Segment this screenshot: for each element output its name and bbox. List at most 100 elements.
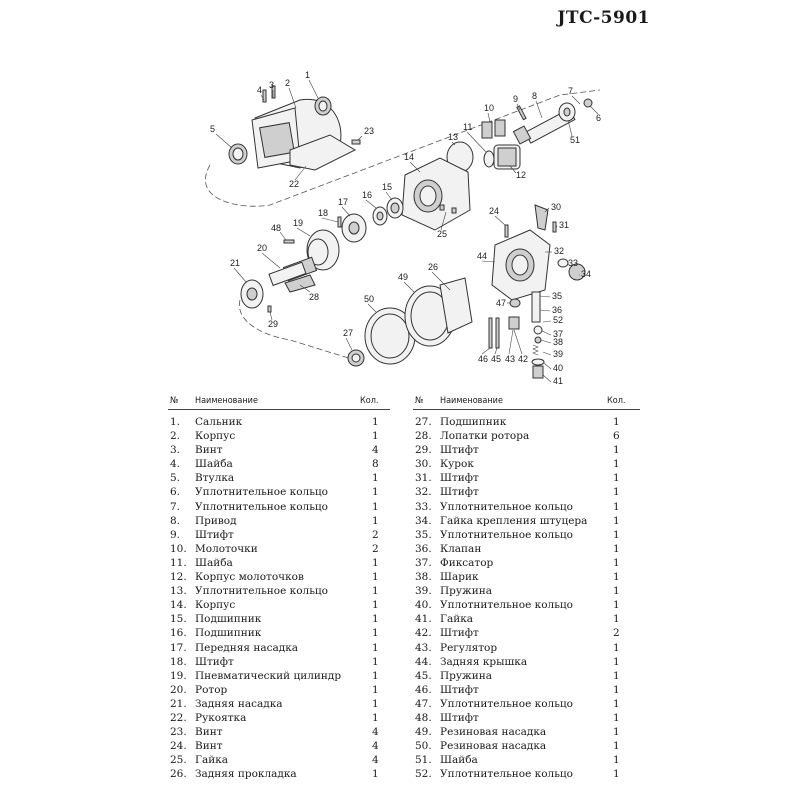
- callout-label: 14: [404, 152, 414, 162]
- callout-label: 18: [318, 208, 328, 218]
- part-quantity: 1: [613, 613, 620, 626]
- part-quantity: 1: [372, 599, 379, 612]
- part-quantity: 1: [613, 458, 620, 471]
- part-number: 27.: [415, 416, 432, 428]
- part-name: Гайка крепления штуцера: [440, 514, 588, 527]
- part-quantity: 1: [372, 655, 379, 668]
- part-number: 46.: [415, 683, 432, 696]
- part-number: 6.: [170, 486, 181, 499]
- header-qty: Кол.: [360, 396, 379, 406]
- part-quantity: 1: [613, 669, 620, 682]
- part-number: 8.: [170, 514, 181, 527]
- part-quantity: 1: [372, 683, 379, 696]
- part-name: Уплотнительное кольцо: [440, 768, 574, 781]
- callout-labels: 1 2 3 4 5 6 7 8 9 10 11 12 13 14 15 16 1…: [210, 70, 601, 386]
- callout-label: 15: [382, 182, 392, 192]
- callout-label: 28: [309, 292, 319, 302]
- callout-label: 31: [559, 220, 569, 230]
- part-name: Шайба: [195, 458, 233, 471]
- header-name: Наименование: [195, 396, 258, 406]
- part-quantity: 1: [613, 754, 620, 767]
- part-number: 45.: [415, 669, 432, 682]
- part-quantity: 1: [372, 472, 379, 485]
- part-name: Сальник: [195, 416, 243, 428]
- callout-label: 46: [478, 354, 488, 364]
- leader-lines: [215, 79, 599, 383]
- part-quantity: 1: [613, 740, 620, 753]
- part-number: 40.: [415, 599, 432, 612]
- part-number: 33.: [415, 500, 432, 513]
- part-number: 2.: [170, 430, 181, 443]
- callout-label: 37: [553, 329, 563, 339]
- part-quantity: 1: [372, 416, 379, 428]
- part-quantity: 1: [372, 500, 379, 513]
- part-name: Штифт: [195, 528, 234, 541]
- part-name: Шайба: [195, 556, 233, 569]
- header-qty: Кол.: [607, 396, 626, 406]
- part-number: 42.: [415, 627, 432, 640]
- callout-label: 12: [516, 170, 526, 180]
- callout-label: 52: [553, 315, 563, 325]
- part-name: Регулятор: [440, 641, 498, 654]
- part-quantity: 1: [613, 556, 620, 569]
- part-name: Уплотнительное кольцо: [440, 599, 574, 612]
- callout-label: 16: [362, 190, 372, 200]
- part-name: Резиновая насадка: [440, 726, 547, 739]
- part-quantity: 2: [372, 542, 379, 555]
- part-number: 14.: [170, 599, 187, 612]
- part-quantity: 1: [613, 444, 620, 457]
- part-name: Уплотнительное кольцо: [195, 500, 329, 513]
- part-name: Пружина: [440, 669, 492, 682]
- part-quantity: 1: [372, 514, 379, 527]
- part-name: Корпус: [195, 430, 236, 443]
- part-name: Гайка: [440, 613, 474, 626]
- part-quantity: 1: [372, 641, 379, 654]
- main-body-group: [337, 157, 509, 243]
- part-quantity: 4: [372, 754, 379, 767]
- part-number: 5.: [170, 472, 181, 485]
- part-number: 1.: [170, 416, 181, 428]
- table-header: № Наименование Кол.: [413, 392, 640, 410]
- table-row: 45. Пружина 1: [413, 669, 640, 683]
- part-name: Винт: [195, 444, 223, 457]
- part-name: Пружина: [440, 585, 492, 598]
- part-quantity: 1: [372, 711, 379, 724]
- part-name: Задняя прокладка: [195, 768, 297, 781]
- part-name: Задняя насадка: [195, 697, 283, 710]
- callout-label: 27: [343, 328, 353, 338]
- callout-label: 34: [581, 269, 591, 279]
- part-number: 19.: [170, 669, 187, 682]
- part-name: Штифт: [440, 711, 479, 724]
- callout-label: 20: [257, 243, 267, 253]
- part-number: 30.: [415, 458, 432, 471]
- part-number: 35.: [415, 528, 432, 541]
- part-number: 16.: [170, 627, 187, 640]
- part-quantity: 1: [613, 641, 620, 654]
- part-name: Рукоятка: [195, 711, 247, 724]
- header-num: №: [415, 396, 424, 406]
- part-quantity: 1: [613, 571, 620, 584]
- header-name: Наименование: [440, 396, 503, 406]
- part-name: Подшипник: [440, 416, 507, 428]
- part-number: 41.: [415, 613, 432, 626]
